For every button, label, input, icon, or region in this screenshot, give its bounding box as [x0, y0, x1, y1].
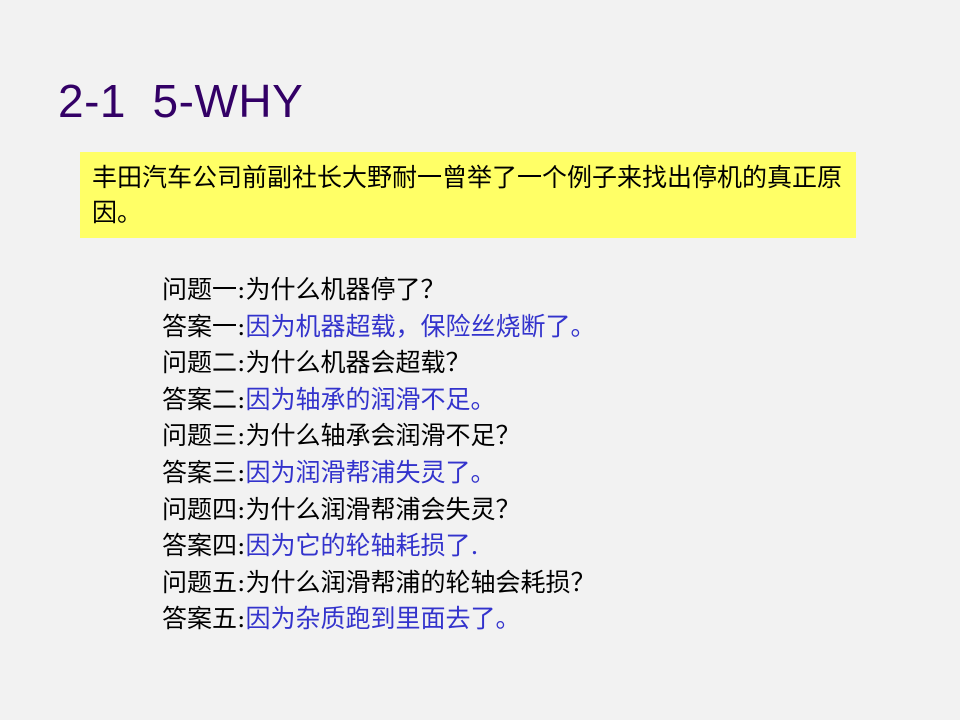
- question-4: 问题四:为什么润滑帮浦会失灵？: [162, 492, 595, 529]
- intro-highlight-box: 丰田汽车公司前副社长大野耐一曾举了一个例子来找出停机的真正原因。: [80, 152, 856, 238]
- question-label: 问题五:: [162, 567, 246, 597]
- answer-label: 答案五:: [162, 604, 246, 634]
- answer-label: 答案四:: [162, 531, 246, 561]
- answer-1: 答案一:因为机器超载，保险丝烧断了。: [162, 309, 595, 346]
- answer-5: 答案五:因为杂质跑到里面去了。: [162, 601, 595, 638]
- question-text: 为什么润滑帮浦的轮轴会耗损？: [245, 567, 596, 597]
- question-5: 问题五:为什么润滑帮浦的轮轴会耗损？: [162, 565, 595, 602]
- question-2: 问题二:为什么机器会超载？: [162, 345, 595, 382]
- question-label: 问题三:: [162, 421, 246, 451]
- answer-text: 因为润滑帮浦失灵了。: [245, 457, 496, 487]
- five-why-list: 问题一:为什么机器停了？ 答案一:因为机器超载，保险丝烧断了。 问题二:为什么机…: [162, 272, 595, 638]
- answer-label: 答案一:: [162, 311, 246, 341]
- question-1: 问题一:为什么机器停了？: [162, 272, 595, 309]
- intro-text: 丰田汽车公司前副社长大野耐一曾举了一个例子来找出停机的真正原因。: [92, 163, 843, 227]
- answer-text: 因为它的轮轴耗损了.: [245, 531, 479, 561]
- question-text: 为什么机器停了？: [245, 275, 446, 304]
- slide-title: 2-1 5-WHY: [58, 75, 304, 127]
- answer-text: 因为轴承的润滑不足。: [245, 384, 496, 414]
- question-text: 为什么润滑帮浦会失灵？: [245, 494, 521, 524]
- question-text: 为什么轴承会润滑不足？: [245, 421, 521, 451]
- answer-label: 答案三:: [162, 457, 246, 487]
- question-3: 问题三:为什么轴承会润滑不足？: [162, 418, 595, 455]
- answer-label: 答案二:: [162, 384, 246, 414]
- answer-text: 因为机器超载，保险丝烧断了。: [245, 311, 596, 341]
- question-text: 为什么机器会超载？: [245, 348, 471, 378]
- answer-2: 答案二:因为轴承的润滑不足。: [162, 382, 595, 419]
- question-label: 问题四:: [162, 494, 246, 524]
- question-label: 问题一:: [162, 275, 246, 304]
- answer-3: 答案三:因为润滑帮浦失灵了。: [162, 455, 595, 492]
- question-label: 问题二:: [162, 348, 246, 378]
- answer-text: 因为杂质跑到里面去了。: [245, 604, 521, 634]
- answer-4: 答案四:因为它的轮轴耗损了.: [162, 528, 595, 565]
